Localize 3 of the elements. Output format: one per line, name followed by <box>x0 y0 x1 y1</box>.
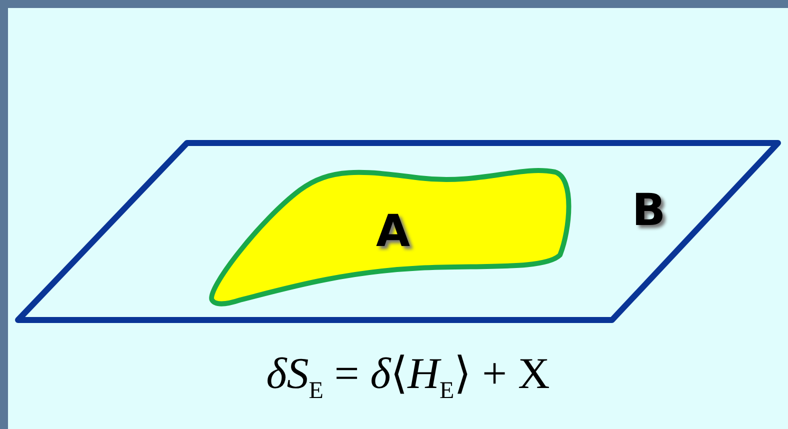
region-label: B <box>632 189 666 233</box>
region-label: A <box>376 210 410 254</box>
equation: δS$_{E}$ = δ⟨H$_{E}$⟩ + X <box>265 350 551 404</box>
